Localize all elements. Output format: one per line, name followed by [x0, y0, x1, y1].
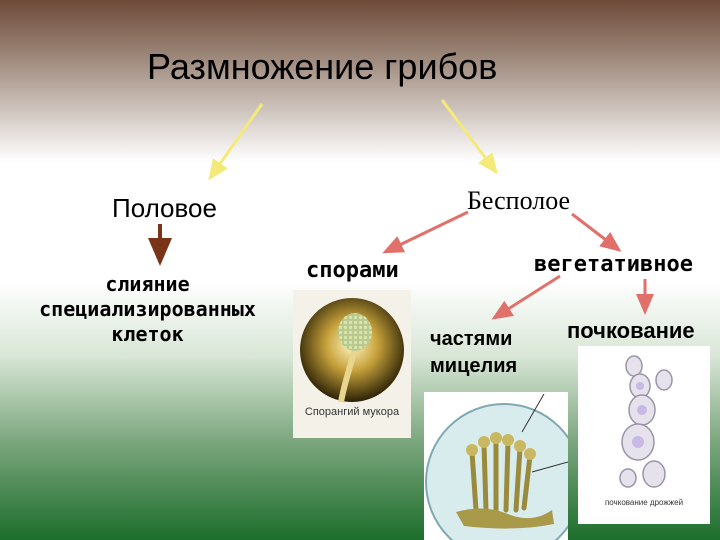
sporangium-illustration [300, 298, 404, 403]
arrow-title-to-asexual [440, 99, 498, 175]
node-fusion: слияние специализированных клеток [39, 272, 256, 346]
mycelium-illustration [425, 393, 568, 540]
budding-illustration [619, 355, 673, 488]
mycelium-image [424, 392, 568, 540]
sporangium-caption: Спорангий мукора [304, 406, 400, 418]
budding-caption: почкование дрожжей [604, 498, 684, 507]
sporangium-image: Спорангий мукора [293, 290, 411, 438]
arrow-vegetative-to-mycelium [491, 274, 561, 320]
node-spores: спорами [306, 258, 399, 283]
node-vegetative: вегетативное [534, 252, 693, 277]
arrow-asexual-to-vegetative [571, 212, 622, 252]
node-mycelium: частями мицелия [430, 328, 518, 377]
budding-image: почкование дрожжей [578, 346, 710, 524]
page-title: Размножение грибов [147, 46, 498, 87]
node-sexual: Половое [112, 193, 217, 223]
arrow-title-to-sexual [208, 103, 264, 181]
node-budding: почкование [567, 318, 695, 343]
node-asexual: Бесполое [467, 186, 571, 215]
arrow-asexual-to-spores [382, 210, 469, 254]
